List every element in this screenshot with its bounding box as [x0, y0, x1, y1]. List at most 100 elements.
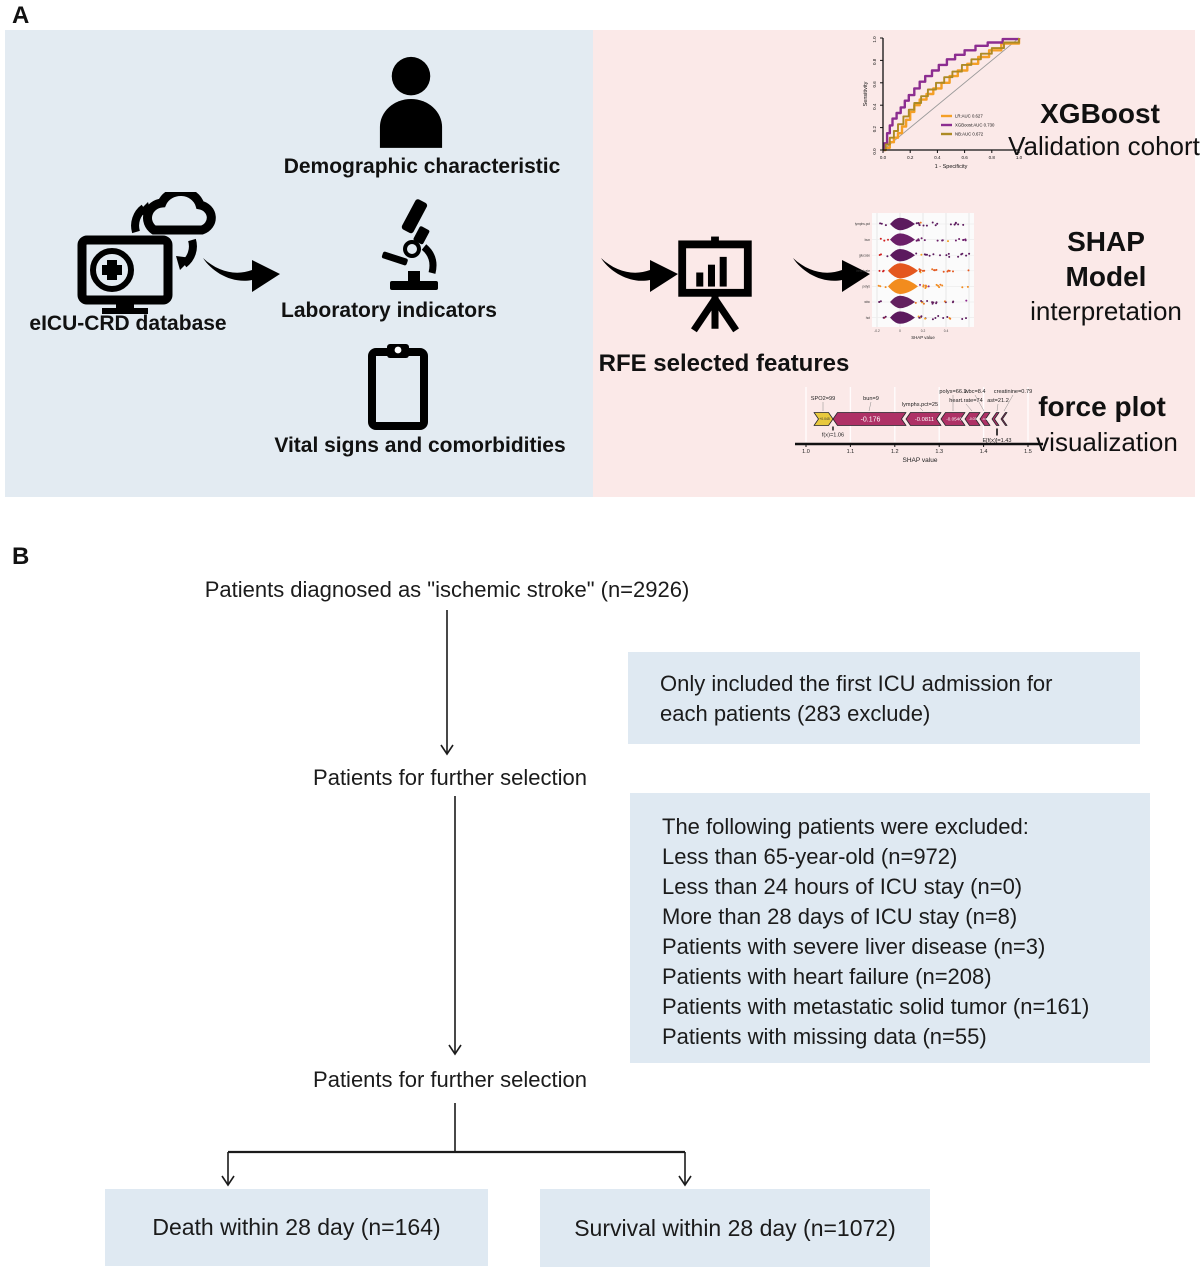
survival-label: Survival within 28 day (n=1072): [574, 1214, 896, 1241]
svg-text:polys: polys: [863, 285, 871, 289]
svg-text:-0.0546: -0.0546: [946, 417, 962, 422]
svg-text:f(x)=1.06: f(x)=1.06: [822, 433, 844, 439]
svg-text:0.0: 0.0: [872, 148, 877, 155]
death-label: Death within 28 day (n=164): [152, 1214, 441, 1240]
microscope-icon: [381, 199, 438, 290]
svg-text:-0.0811: -0.0811: [915, 417, 934, 423]
svg-text:hct: hct: [866, 316, 870, 320]
force-subtitle: visualization: [1036, 427, 1178, 457]
demographic-label: Demographic characteristic: [283, 155, 561, 178]
svg-text:bun: bun: [865, 238, 871, 242]
svg-text:0.2: 0.2: [907, 155, 914, 160]
svg-text:-0.037: -0.037: [969, 417, 979, 421]
exclusion-line: Patients with heart failure (n=208): [662, 964, 992, 989]
svg-text:wbc=8.4: wbc=8.4: [964, 389, 986, 395]
svg-text:1 - Specificity: 1 - Specificity: [935, 164, 968, 170]
svg-text:E[f(x)]=1.43: E[f(x)]=1.43: [982, 438, 1011, 444]
roc-title: XGBoost: [1040, 98, 1160, 129]
laboratory-label: Laboratory indicators: [281, 299, 497, 322]
svg-text:heart.rate=74: heart.rate=74: [949, 398, 982, 404]
node-further-1: Patients for further selection: [313, 765, 587, 790]
svg-text:wbc: wbc: [864, 300, 870, 304]
panel-a-label: A: [12, 2, 30, 29]
exclusion-line: More than 28 days of ICU stay (n=8): [662, 904, 1018, 929]
force-title: force plot: [1038, 391, 1166, 422]
svg-text:-0.046: -0.046: [982, 417, 990, 421]
arrow-down-2: [448, 796, 462, 1056]
svg-text:1.0: 1.0: [802, 449, 810, 455]
svg-text:0.8: 0.8: [989, 155, 996, 160]
svg-text:0.2: 0.2: [921, 329, 926, 333]
svg-text:lymphs.pct=25: lymphs.pct=25: [902, 402, 938, 408]
svg-text:0.6: 0.6: [961, 155, 968, 160]
svg-text:0.4: 0.4: [944, 329, 949, 333]
eicu-database-icon: [77, 192, 216, 314]
cloud-glyph: [143, 192, 216, 235]
svg-text:0.4: 0.4: [934, 155, 941, 160]
shap-beeswarm-plot: lymphs.pct bun glucose heart.rate polys wbc hc…: [855, 213, 974, 340]
svg-text:lymphs.pct: lymphs.pct: [855, 222, 870, 226]
shap-title-2: Model: [1065, 261, 1147, 292]
person-icon: [379, 56, 443, 148]
outcome-box-death: Death within 28 day (n=164): [105, 1189, 488, 1266]
curved-arrow-icon-3: [793, 258, 870, 292]
svg-text:XGBoost:AUC 0.730: XGBoost:AUC 0.730: [955, 123, 995, 128]
svg-text:Sensitivity: Sensitivity: [863, 81, 869, 106]
exclusion-line: Less than 24 hours of ICU stay (n=0): [662, 874, 1023, 899]
shap-title-3: interpretation: [1030, 296, 1182, 326]
svg-text:1.3: 1.3: [935, 449, 943, 455]
node-further-2: Patients for further selection: [313, 1067, 587, 1092]
svg-text:1.5: 1.5: [1024, 449, 1032, 455]
svg-text:glucose: glucose: [859, 253, 870, 257]
exclusion-line: Patients with metastatic solid tumor (n=…: [662, 994, 1090, 1019]
svg-text:ast=21.2: ast=21.2: [987, 398, 1009, 404]
roc-plot: 0.0 0.2 0.4 0.6 0.8 1.0 0.0 0.2 0.4 0.6 0.8 1.0 1 - …: [863, 36, 1023, 170]
svg-text:+0.045: +0.045: [819, 417, 830, 421]
svg-text:creatinine=0.79: creatinine=0.79: [994, 389, 1032, 395]
exclusion-box-2: The following patients were excluded: Les…: [630, 793, 1150, 1063]
svg-text:LR:AUC 0.627: LR:AUC 0.627: [955, 114, 983, 119]
svg-text:1.0: 1.0: [872, 36, 877, 43]
svg-text:0.4: 0.4: [872, 103, 877, 110]
presentation-board-icon: [678, 236, 752, 333]
svg-text:0.2: 0.2: [872, 125, 877, 132]
clipboard-icon: [368, 344, 428, 430]
panel-a-blue-region: [5, 30, 593, 497]
svg-text:SHAP value: SHAP value: [911, 335, 935, 340]
exclusion-line: The following patients were excluded:: [662, 814, 1029, 839]
svg-text:-0.2: -0.2: [874, 329, 880, 333]
svg-text:SHAP value: SHAP value: [903, 457, 938, 464]
outcome-box-survival: Survival within 28 day (n=1072): [540, 1189, 930, 1267]
panel-b-label: B: [12, 543, 30, 570]
curved-arrow-icon-2: [601, 258, 678, 292]
curved-arrow-icon-1: [203, 258, 280, 292]
shap-title-1: SHAP: [1067, 226, 1145, 257]
svg-text:0.8: 0.8: [872, 58, 877, 65]
exclusion-line: Patients with severe liver disease (n=3): [662, 934, 1046, 959]
eicu-database-label: eICU-CRD database: [29, 312, 227, 335]
svg-text:0.0: 0.0: [880, 155, 887, 160]
exclusion-box-1: Only included the first ICU admission fo…: [628, 652, 1140, 744]
exclusion-line: each patients (283 exclude): [660, 701, 931, 726]
svg-text:1.2: 1.2: [891, 449, 899, 455]
rfe-label: RFE selected features: [598, 350, 850, 377]
medical-cross-glyph: [102, 260, 122, 280]
exclusion-line: Patients with missing data (n=55): [662, 1024, 987, 1049]
arrow-down-1: [440, 610, 454, 756]
svg-text:1.4: 1.4: [980, 449, 988, 455]
exclusion-line: Only included the first ICU admission fo…: [660, 671, 1053, 696]
svg-text:SPO2=99: SPO2=99: [811, 396, 835, 402]
svg-text:polys=66.2: polys=66.2: [939, 389, 966, 395]
svg-text:heart.rate: heart.rate: [856, 269, 870, 273]
svg-text:1.1: 1.1: [847, 449, 855, 455]
svg-text:NB:AUC 0.672: NB:AUC 0.672: [955, 132, 984, 137]
roc-subtitle: Validation cohort: [1008, 131, 1200, 161]
split-connector: [221, 1103, 692, 1187]
svg-text:bun=9: bun=9: [863, 396, 879, 402]
svg-text:1.0: 1.0: [1016, 155, 1023, 160]
exclusion-line: Less than 65-year-old (n=972): [662, 844, 958, 869]
vitals-label: Vital signs and comorbidities: [274, 434, 566, 457]
svg-text:0.6: 0.6: [872, 81, 877, 88]
svg-text:0: 0: [899, 329, 901, 333]
